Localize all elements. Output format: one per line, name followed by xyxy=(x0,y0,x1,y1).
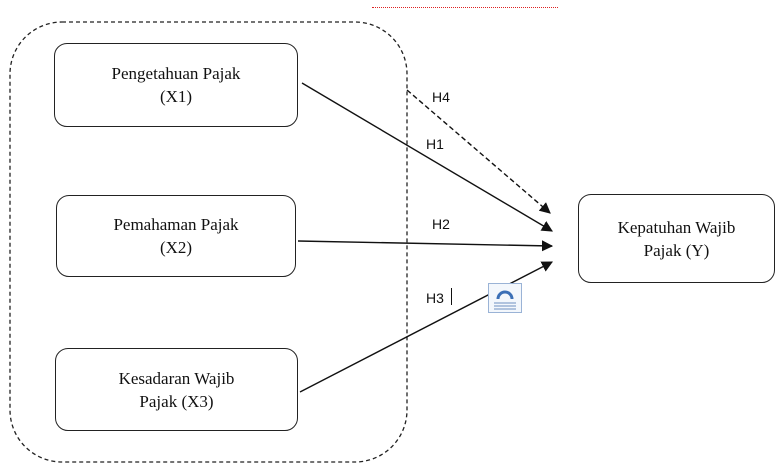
node-pengetahuan-pajak: Pengetahuan Pajak (X1) xyxy=(54,43,298,127)
word-layout-options-icon[interactable] xyxy=(488,283,522,313)
text-cursor xyxy=(451,288,452,305)
node-y-line1: Kepatuhan Wajib xyxy=(617,217,736,237)
label-h2: H2 xyxy=(432,216,450,232)
arrow-h3 xyxy=(299,261,553,393)
node-x1-line2: (X1) xyxy=(159,87,193,106)
node-y-line2: Pajak (Y) xyxy=(643,240,710,260)
arrow-h2 xyxy=(297,240,554,252)
node-x2-line1: Pemahaman Pajak xyxy=(113,215,239,234)
node-x2-line2: (X2) xyxy=(159,238,193,257)
node-pemahaman-pajak: Pemahaman Pajak (X2) xyxy=(56,195,296,277)
node-kepatuhan-wajib-pajak: Kepatuhan Wajib Pajak (Y) xyxy=(578,194,775,283)
independent-variables-group-border xyxy=(9,21,408,463)
arrow-h1 xyxy=(301,82,553,232)
label-h1: H1 xyxy=(426,136,444,152)
node-x3-line1: Kesadaran Wajib xyxy=(118,368,235,388)
layout-options-glyph xyxy=(494,290,516,310)
node-x3-line2: Pajak (X3) xyxy=(139,391,214,411)
label-h4: H4 xyxy=(432,89,450,105)
node-x1-line1: Pengetahuan Pajak xyxy=(111,64,241,83)
red-underline-mark xyxy=(372,7,558,8)
label-h3: H3 xyxy=(426,290,444,306)
node-kesadaran-wajib-pajak: Kesadaran Wajib Pajak (X3) xyxy=(55,348,298,431)
